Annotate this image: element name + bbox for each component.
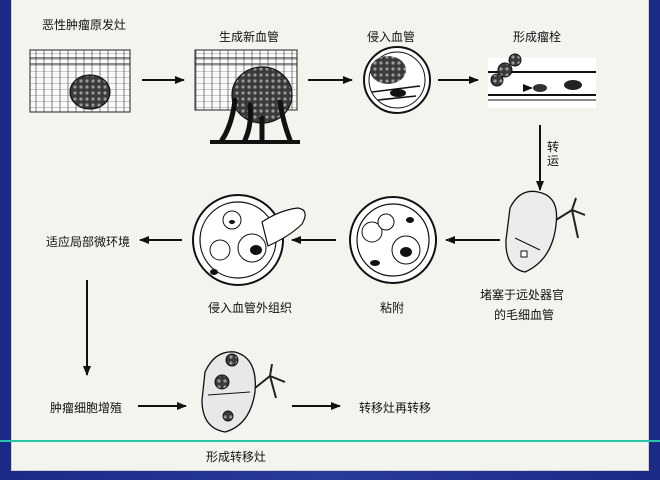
- label-lodging-line1: 堵塞于远处器官: [480, 288, 565, 302]
- label-transfer: 转运: [546, 140, 559, 168]
- panel-primary-tumor: [29, 49, 131, 113]
- panel-extravasation: [192, 194, 306, 286]
- panel-metastatic-organ: [201, 351, 286, 433]
- label-invasion: 侵入血管: [367, 30, 416, 44]
- label-embolus: 形成瘤栓: [513, 30, 562, 44]
- label-angiogenesis: 生成新血管: [219, 30, 280, 44]
- panel-adhesion: [349, 196, 437, 284]
- label-extravasation: 侵入血管外组织: [208, 301, 293, 315]
- flow-arrows: [83, 76, 544, 410]
- panel-invasion: [363, 46, 431, 114]
- panel-organ-lodging: [505, 190, 586, 273]
- label-microenvironment: 适应局部微环境: [46, 235, 131, 249]
- panel-embolus: [488, 53, 596, 108]
- label-metastasis-formed: 形成转移灶: [206, 450, 267, 464]
- label-adhesion: 粘附: [380, 301, 405, 315]
- label-secondary-metastasis: 转移灶再转移: [359, 401, 432, 415]
- panel-angiogenesis: [194, 49, 300, 144]
- label-primary-site: 恶性肿瘤原发灶: [42, 18, 127, 32]
- slide-divider-line: [0, 440, 660, 442]
- label-proliferation: 肿瘤细胞增殖: [50, 401, 123, 415]
- label-lodging-line2: 的毛细血管: [494, 308, 555, 322]
